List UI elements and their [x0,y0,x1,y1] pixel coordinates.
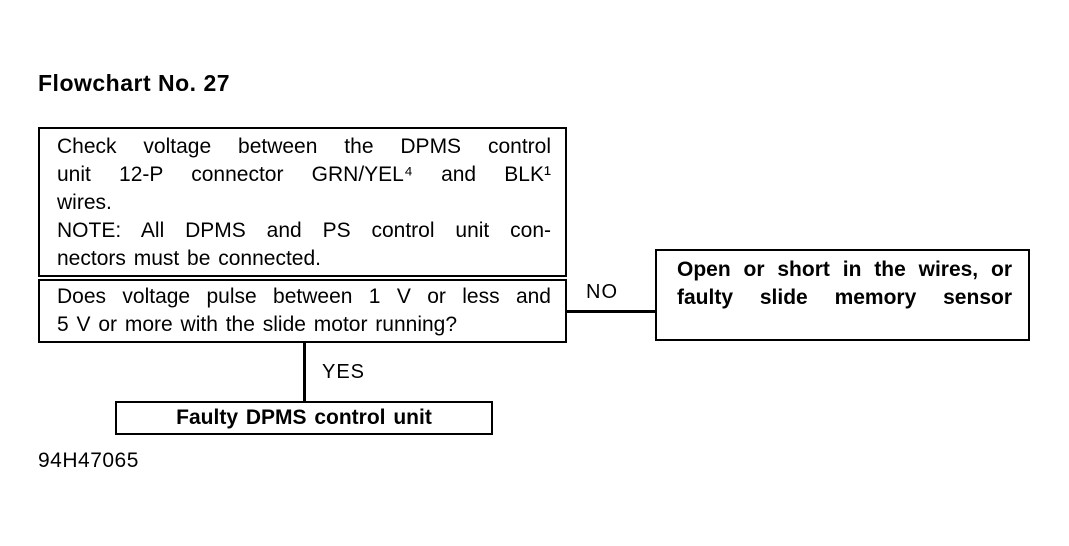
page-title: Flowchart No. 27 [38,70,231,96]
voltage-pulse-question-box: Does voltage pulse between 1 V or less a… [38,279,567,343]
no-branch-label: NO [586,281,618,303]
check-voltage-instruction-box: Check voltage between the DPMS control u… [38,127,567,277]
no-result-text-line: faulty slide memory sensor [677,286,1012,309]
instruction-text-line: Check voltage between the DPMS control [57,135,551,158]
question-text-line: Does voltage pulse between 1 V or less a… [57,285,551,308]
no-branch-connector-line [567,310,655,313]
no-result-text-line: Open or short in the wires, or [677,258,1012,281]
yes-branch-connector-line [303,343,306,401]
yes-branch-label: YES [322,361,366,383]
instruction-text-line: unit 12-P connector GRN/YEL⁴ and BLK¹ [57,163,551,186]
instruction-text-line: wires. [57,191,112,214]
instruction-text-line: nectors must be connected. [57,247,321,270]
yes-result-box: Faulty DPMS control unit [115,401,493,435]
question-text-line: 5 V or more with the slide motor running… [57,313,458,336]
instruction-text-line: NOTE: All DPMS and PS control unit con- [57,219,551,242]
no-result-box: Open or short in the wires, or faulty sl… [655,249,1030,341]
document-code: 94H47065 [38,449,139,472]
